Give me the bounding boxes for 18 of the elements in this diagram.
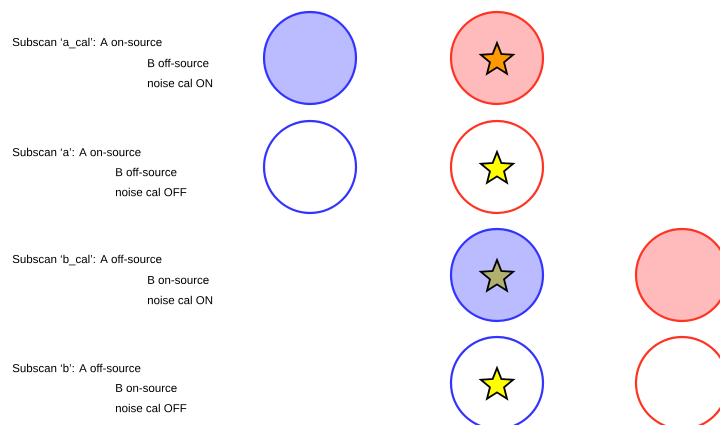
label-text: noise cal OFF [116, 404, 186, 412]
beam-circle [262, 10, 358, 106]
label-text: noise cal ON [148, 296, 212, 304]
label-text: noise cal ON [148, 78, 212, 88]
beam-circle [450, 120, 544, 214]
beam-circle [450, 228, 544, 322]
label-text: Subscan ‘a’: A on-source [12, 148, 141, 156]
beam-circle [262, 120, 358, 214]
beam-circle [450, 10, 544, 106]
beam-circle [634, 228, 720, 322]
label-text: B off-source [116, 168, 176, 176]
label-text: B on-source [116, 384, 177, 392]
label-text: Subscan ‘b_cal’: A off-source [12, 254, 162, 266]
label-text: Subscan ‘a_cal’: A on-source [12, 38, 162, 48]
label-text: Subscan ‘b’: A off-source [12, 364, 140, 372]
label-text: noise cal OFF [116, 188, 186, 196]
label-text: B off-source [148, 58, 208, 68]
label-text: B on-source [148, 276, 209, 284]
